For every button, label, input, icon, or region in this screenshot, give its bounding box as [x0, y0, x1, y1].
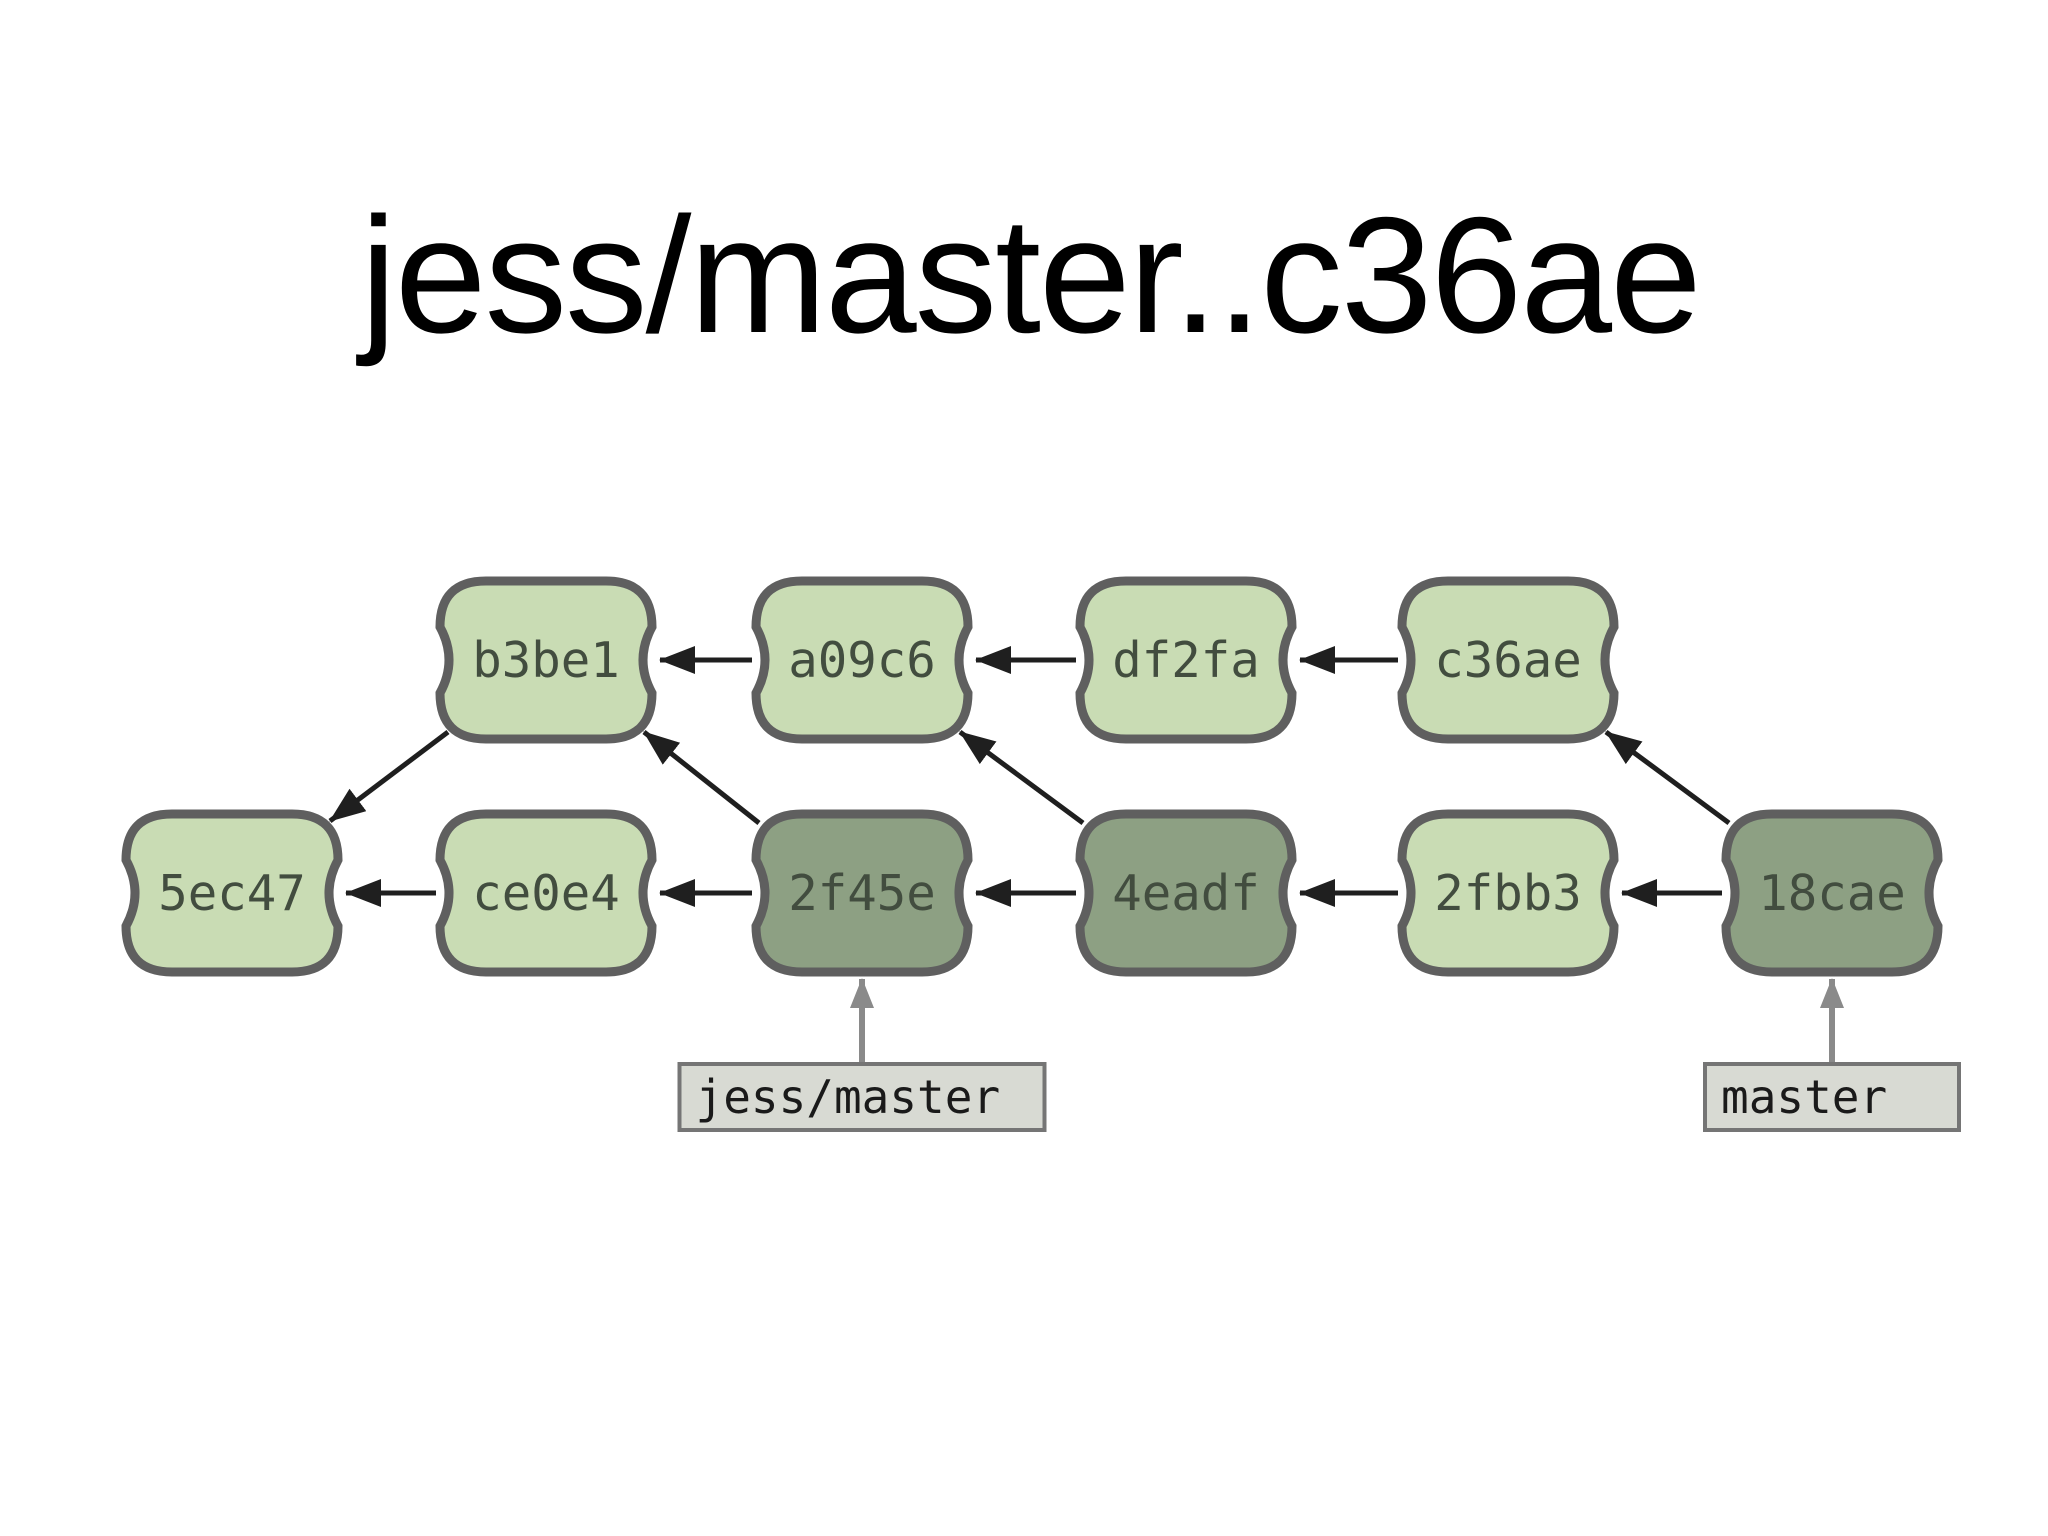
- commit-node-b3be1: b3be1: [435, 576, 657, 744]
- commit-node-18cae: 18cae: [1721, 809, 1943, 977]
- commit-node-2f45e: 2f45e: [751, 809, 973, 977]
- commit-hash-label: 18cae: [1758, 865, 1906, 922]
- commit-node-shape: [1721, 809, 1943, 977]
- branch-label-text: master: [1721, 1070, 1887, 1124]
- commit-node-shape: [1075, 576, 1297, 744]
- commit-node-df2fa: df2fa: [1075, 576, 1297, 744]
- branch-label-box: [677, 1062, 1047, 1132]
- branch-label-text: jess/master: [696, 1070, 1001, 1124]
- commit-node-shape: [435, 809, 657, 977]
- commit-hash-label: 5ec47: [158, 865, 306, 922]
- commit-node-4eadf: 4eadf: [1075, 809, 1297, 977]
- refs-layer: jess/master master: [677, 978, 1961, 1132]
- commit-node-shape: [1397, 809, 1619, 977]
- commit-node-shape: [1397, 576, 1619, 744]
- commit-node-shape: [435, 576, 657, 744]
- commit-hash-label: ce0e4: [472, 865, 620, 922]
- commit-node-shape: [751, 576, 973, 744]
- edge-4eadf-to-a09c6: [958, 729, 1085, 826]
- commit-hash-label: c36ae: [1434, 632, 1582, 689]
- edges-layer: [328, 646, 1731, 907]
- commit-hash-label: df2fa: [1112, 632, 1260, 689]
- edge-2f45e-to-b3be1: [642, 730, 761, 825]
- branch-label-box: [1703, 1062, 1961, 1132]
- edge-18cae-to-c36ae: [1604, 729, 1731, 826]
- commit-node-shape: [121, 809, 343, 977]
- commit-hash-label: 2fbb3: [1434, 865, 1582, 922]
- nodes-layer: b3be1 a09c6 df2fa c36ae 5ec47 ce0e4 2f45e 4eadf…: [121, 576, 1943, 977]
- commit-hash-label: 2f45e: [788, 865, 936, 922]
- commit-hash-label: b3be1: [472, 632, 620, 689]
- edge-b3be1-to-5ec47: [328, 730, 450, 823]
- commit-hash-label: a09c6: [788, 632, 936, 689]
- commit-node-shape: [751, 809, 973, 977]
- page-title: jess/master..c36ae: [355, 183, 1700, 367]
- commit-node-5ec47: 5ec47: [121, 809, 343, 977]
- commit-node-ce0e4: ce0e4: [435, 809, 657, 977]
- commit-node-shape: [1075, 809, 1297, 977]
- branch-label-master: master: [1703, 978, 1961, 1132]
- commit-hash-label: 4eadf: [1112, 865, 1260, 922]
- commit-node-2fbb3: 2fbb3: [1397, 809, 1619, 977]
- commit-node-c36ae: c36ae: [1397, 576, 1619, 744]
- branch-label-jess-master: jess/master: [677, 978, 1047, 1132]
- commit-node-a09c6: a09c6: [751, 576, 973, 744]
